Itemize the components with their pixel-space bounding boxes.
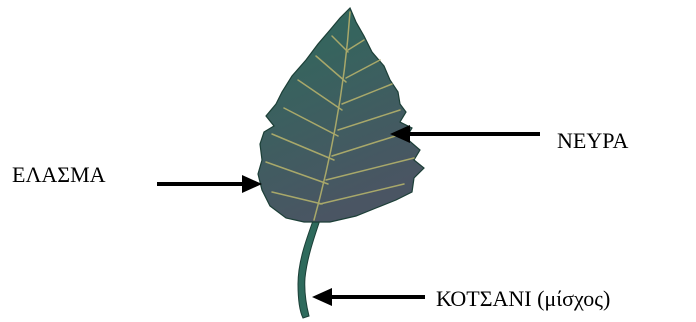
arrow-stem [312,288,425,306]
veins-label: ΝΕΥΡΑ [557,130,628,152]
leaf-stem [298,218,320,318]
blade-label: ΕΛΑΣΜΑ [12,164,106,186]
leaf-blade [258,8,424,222]
stem-label: ΚΟΤΣΑΝΙ (μίσχος) [436,288,610,310]
arrow-blade [157,175,262,193]
